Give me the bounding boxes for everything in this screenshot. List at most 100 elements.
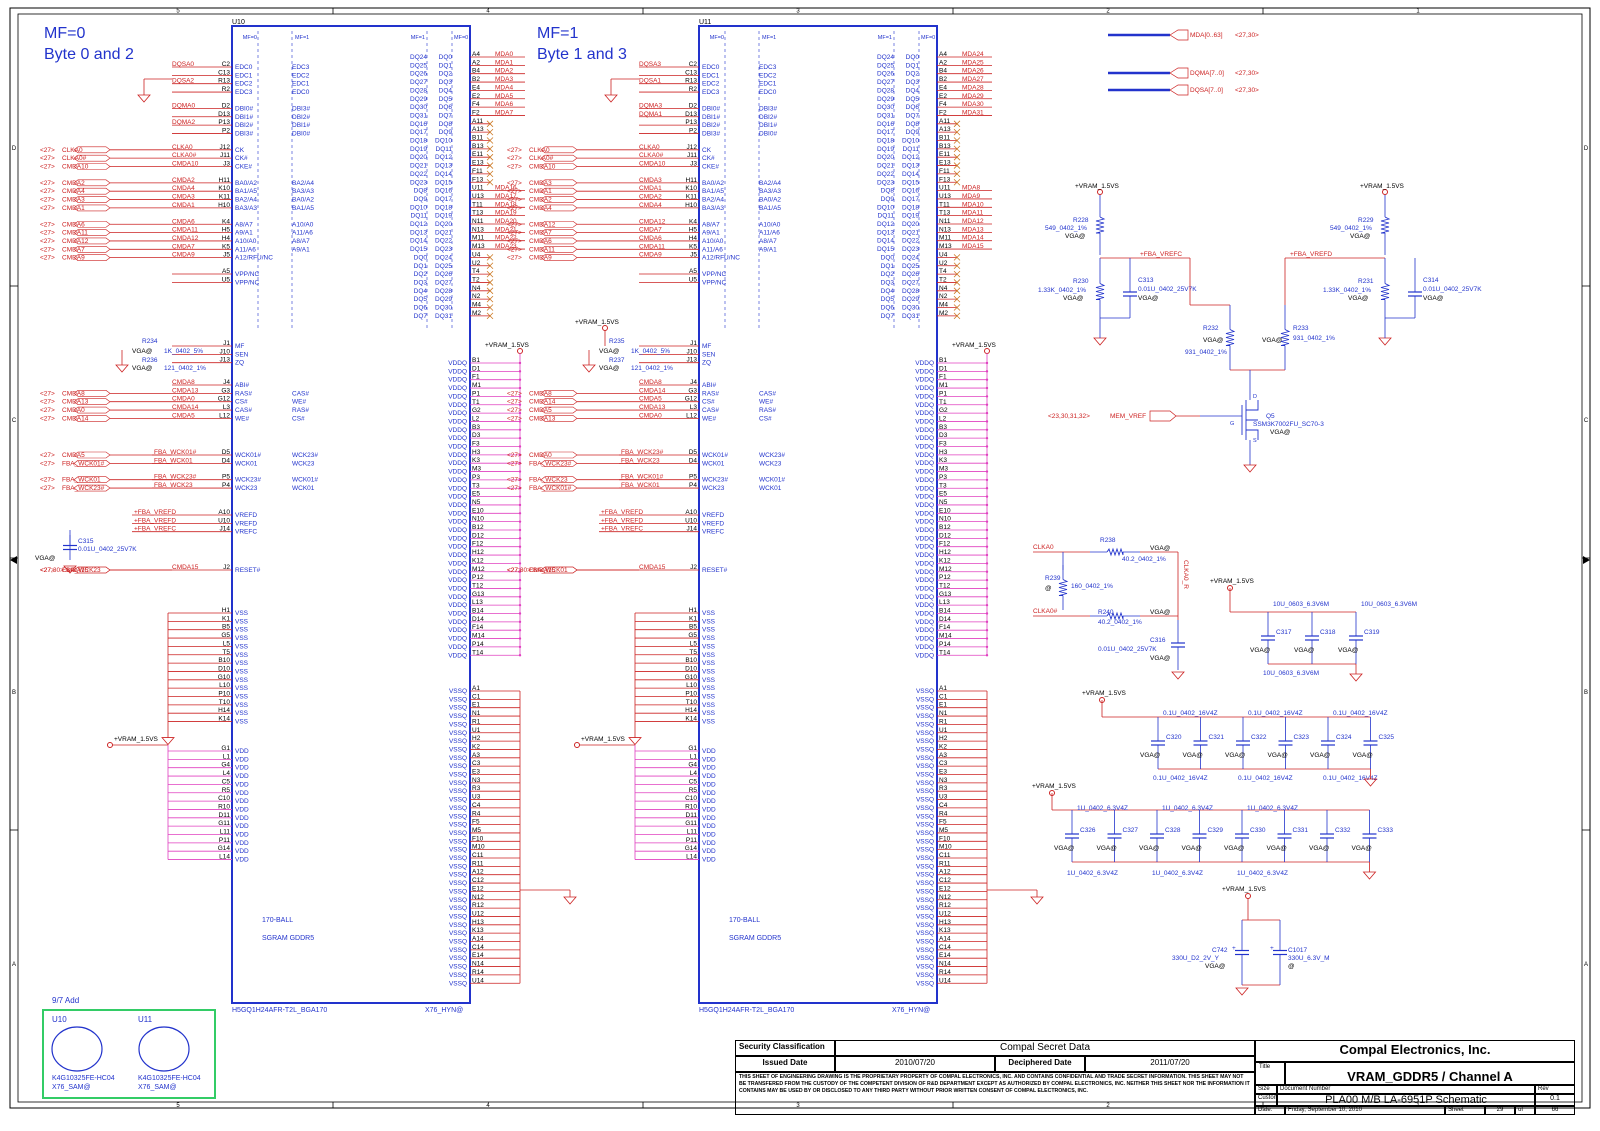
pin-function: VSSQ (449, 822, 467, 829)
pin-function: MF (702, 343, 711, 350)
r233-refdes: R233 (1293, 325, 1309, 332)
pin-function: VSS (235, 618, 249, 625)
vssq-ball: A3 (472, 752, 480, 759)
resistor-value: 1K_0402_5% (631, 348, 670, 355)
offpage-net: FBA_WCK23 (62, 567, 101, 574)
chip-body (698, 25, 938, 1004)
pin-function: VDDQ (915, 477, 934, 484)
dq-function-mf1: DQ12 (902, 154, 919, 161)
dq-function-mf0: DQ24 (877, 54, 894, 61)
bus-pages: <27,30> (1235, 70, 1259, 77)
pin-ball: C13 (685, 69, 697, 76)
pin-function: VSSQ (916, 705, 934, 712)
pin-net: CMDA11 (639, 243, 665, 250)
decap-value-bottom: 0.1U_0402_16V4Z (1238, 775, 1293, 782)
c316-ground (1171, 671, 1185, 680)
pin-ball: H4 (689, 235, 698, 242)
grid-col-label-top: 1 (1416, 9, 1420, 15)
vddq-ball: P14 (472, 641, 484, 648)
vddq-ball: E10 (472, 507, 484, 514)
document-number: PLA00 M/B LA-6951P Schematic (1277, 1094, 1535, 1106)
pin-function: VSSQ (916, 772, 934, 779)
pin-net: FBA_WCK01 (154, 457, 193, 464)
dq-ball: B4 (472, 68, 480, 75)
bus-connector (1169, 84, 1189, 96)
pin-function: VSSQ (449, 738, 467, 745)
pin-function: VSSQ (916, 964, 934, 971)
r240-option: VGA@ (1150, 609, 1171, 616)
dq-function-mf0: DQ18 (877, 138, 894, 145)
vddq-ball: M1 (939, 382, 948, 389)
pin-function: VDDQ (915, 652, 934, 659)
title-label: Title (1255, 1062, 1285, 1085)
no-connect-mark (486, 312, 494, 320)
vdd-ball: R5 (222, 787, 231, 794)
pin-function: VDDQ (448, 477, 467, 484)
offpage-ref: <27,30> (507, 567, 531, 574)
pin-function: BA3/A3 (235, 205, 257, 212)
pin-function: VSS (235, 660, 249, 667)
pin-net: CMDA13 (639, 404, 666, 411)
mf-col-header: MF=1 (411, 35, 425, 41)
pin-ball: K5 (689, 243, 697, 250)
pin-function: VDDQ (915, 619, 934, 626)
bus-name: DQSA[7..0] (1190, 87, 1223, 94)
pin-function: EDC2 (702, 81, 720, 88)
dq-ball: A2 (939, 59, 947, 66)
pin-function: WCK23 (235, 485, 258, 492)
vddq-ball: P1 (939, 390, 947, 397)
pin-function: VSSQ (449, 830, 467, 837)
grid-col-label-top: 4 (486, 9, 490, 15)
pin-net: CMDA9 (639, 252, 662, 259)
pin-function: VSSQ (916, 947, 934, 954)
vssq-ball: R1 (939, 718, 948, 725)
grid-row-label-left: B (12, 690, 16, 696)
vssq-ball: C14 (939, 944, 951, 951)
pin-function: VSSQ (916, 897, 934, 904)
pin-function: VDD (235, 848, 249, 855)
pin-function: WCK23# (702, 477, 728, 484)
vddq-ball: P12 (939, 574, 951, 581)
dq-ball: N4 (472, 285, 481, 292)
vddq-ball: E10 (939, 507, 951, 514)
pin-function: VDDQ (448, 360, 467, 367)
pin-function: VSSQ (449, 872, 467, 879)
pin-function: VSS (235, 694, 249, 701)
dq-ball: E11 (939, 151, 950, 158)
pin-function: DBI2# (702, 122, 720, 129)
dq-function-mf1: DQ29 (902, 296, 919, 303)
pin-function: VDDQ (915, 502, 934, 509)
pin-function: ZQ (235, 360, 244, 367)
dq-net: MDA7 (495, 109, 513, 116)
pin-function-alt: WCK01# (759, 477, 785, 484)
pin-ball: K11 (686, 194, 697, 201)
vss-ball: K14 (685, 716, 697, 723)
pin-function-alt: DBI1# (292, 122, 310, 129)
pin-function: VREFD (702, 520, 724, 527)
pin-function: VDDQ (448, 594, 467, 601)
dq-function-mf0: DQ3 (414, 279, 428, 286)
chip-variant: X76_HYN@ (892, 1007, 930, 1014)
dq-function-mf0: DQ25 (877, 62, 894, 69)
pin-net: CMDA11 (172, 227, 198, 234)
vddq-ball: G2 (472, 407, 481, 414)
vss-ball: H1 (222, 607, 231, 614)
dq-function-mf0: DQ20 (877, 154, 894, 161)
dq-ball: E11 (472, 151, 483, 158)
pin-function: VSSQ (916, 763, 934, 770)
pin-ball: D4 (222, 457, 231, 464)
chip-ball-count: 170-BALL (729, 917, 760, 924)
note-u11-outline (138, 1026, 190, 1072)
dq-function-mf1: DQ12 (435, 154, 452, 161)
dq-function-mf1: DQ28 (902, 288, 919, 295)
pin-function-alt: BA1/A5 (759, 205, 781, 212)
pin-function: VDDQ (448, 377, 467, 384)
vrefd-rail-label: +VRAM_1.5VS (1360, 183, 1405, 190)
pin-ball: A10 (685, 509, 697, 516)
pin-function: VSSQ (449, 713, 467, 720)
vdd-ball: G14 (685, 845, 698, 852)
offpage-net: CMDA8 (529, 390, 552, 397)
pin-ball: H10 (685, 202, 697, 209)
vram-rail-symbol (602, 325, 608, 331)
bus-pages: <27,30> (1235, 32, 1259, 39)
